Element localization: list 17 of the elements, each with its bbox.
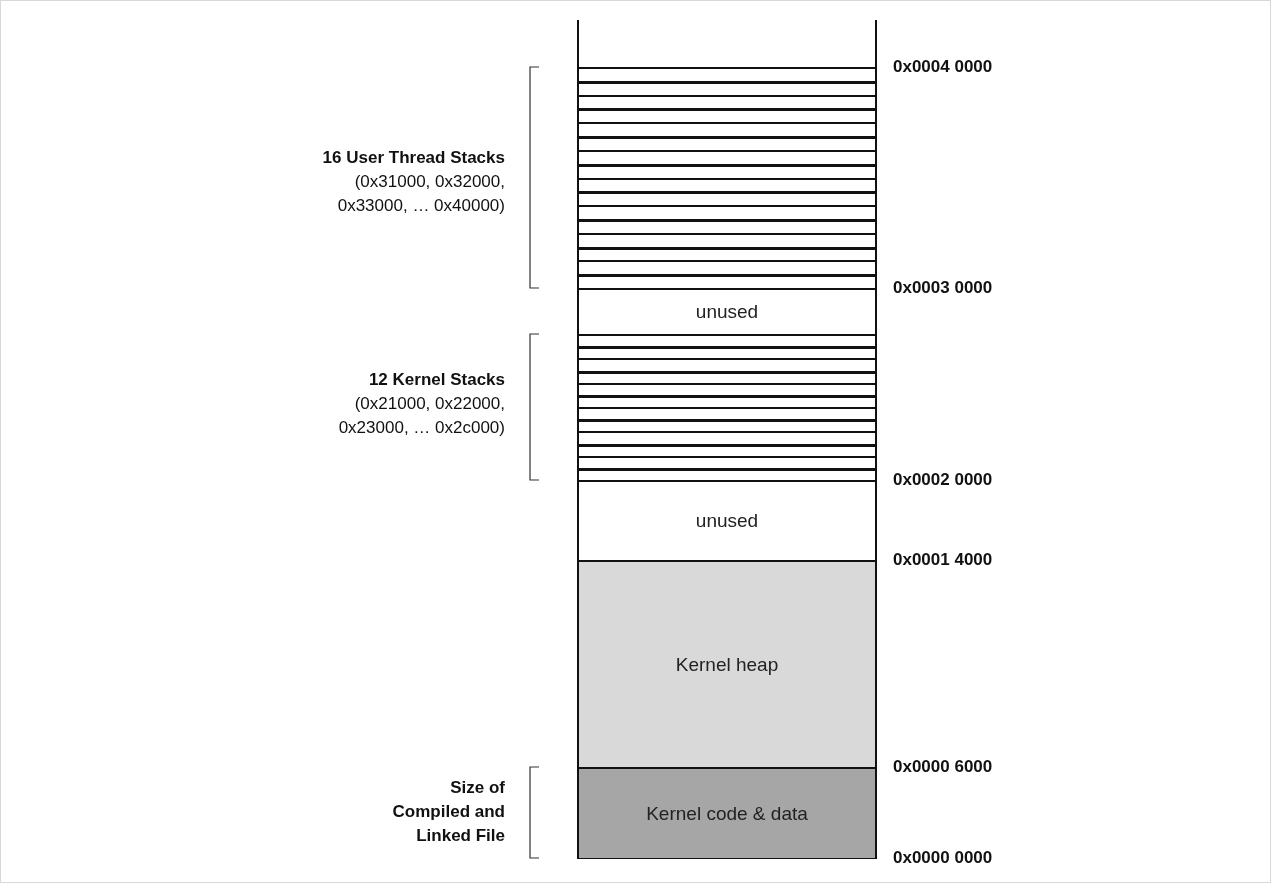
address-label: 0x0001 4000 (893, 550, 993, 570)
address-label: 0x0003 0000 (893, 278, 993, 298)
region-label: Kernel code & data (646, 802, 808, 825)
memory-region (579, 767, 875, 858)
memory-region (579, 560, 875, 767)
region-label: unused (695, 301, 759, 323)
address-range: (0x31000, 0x32000, 0x33000, … 0x40000) (336, 171, 505, 217)
address-label: 0x0002 0000 (893, 470, 993, 490)
address-label: 0x0000 6000 (893, 757, 993, 777)
region-title: Size of Compiled and Linked File (391, 777, 505, 847)
region-label: unused (695, 510, 759, 532)
address-label: 0x0000 0000 (893, 848, 993, 868)
region-title: 16 User Thread Stacks (321, 147, 505, 169)
region-label: Kernel heap (675, 653, 779, 676)
region-title: 12 Kernel Stacks (367, 369, 505, 391)
address-label: 0x0004 0000 (893, 57, 993, 77)
address-range: (0x21000, 0x22000, 0x23000, … 0x2c000) (337, 393, 505, 439)
